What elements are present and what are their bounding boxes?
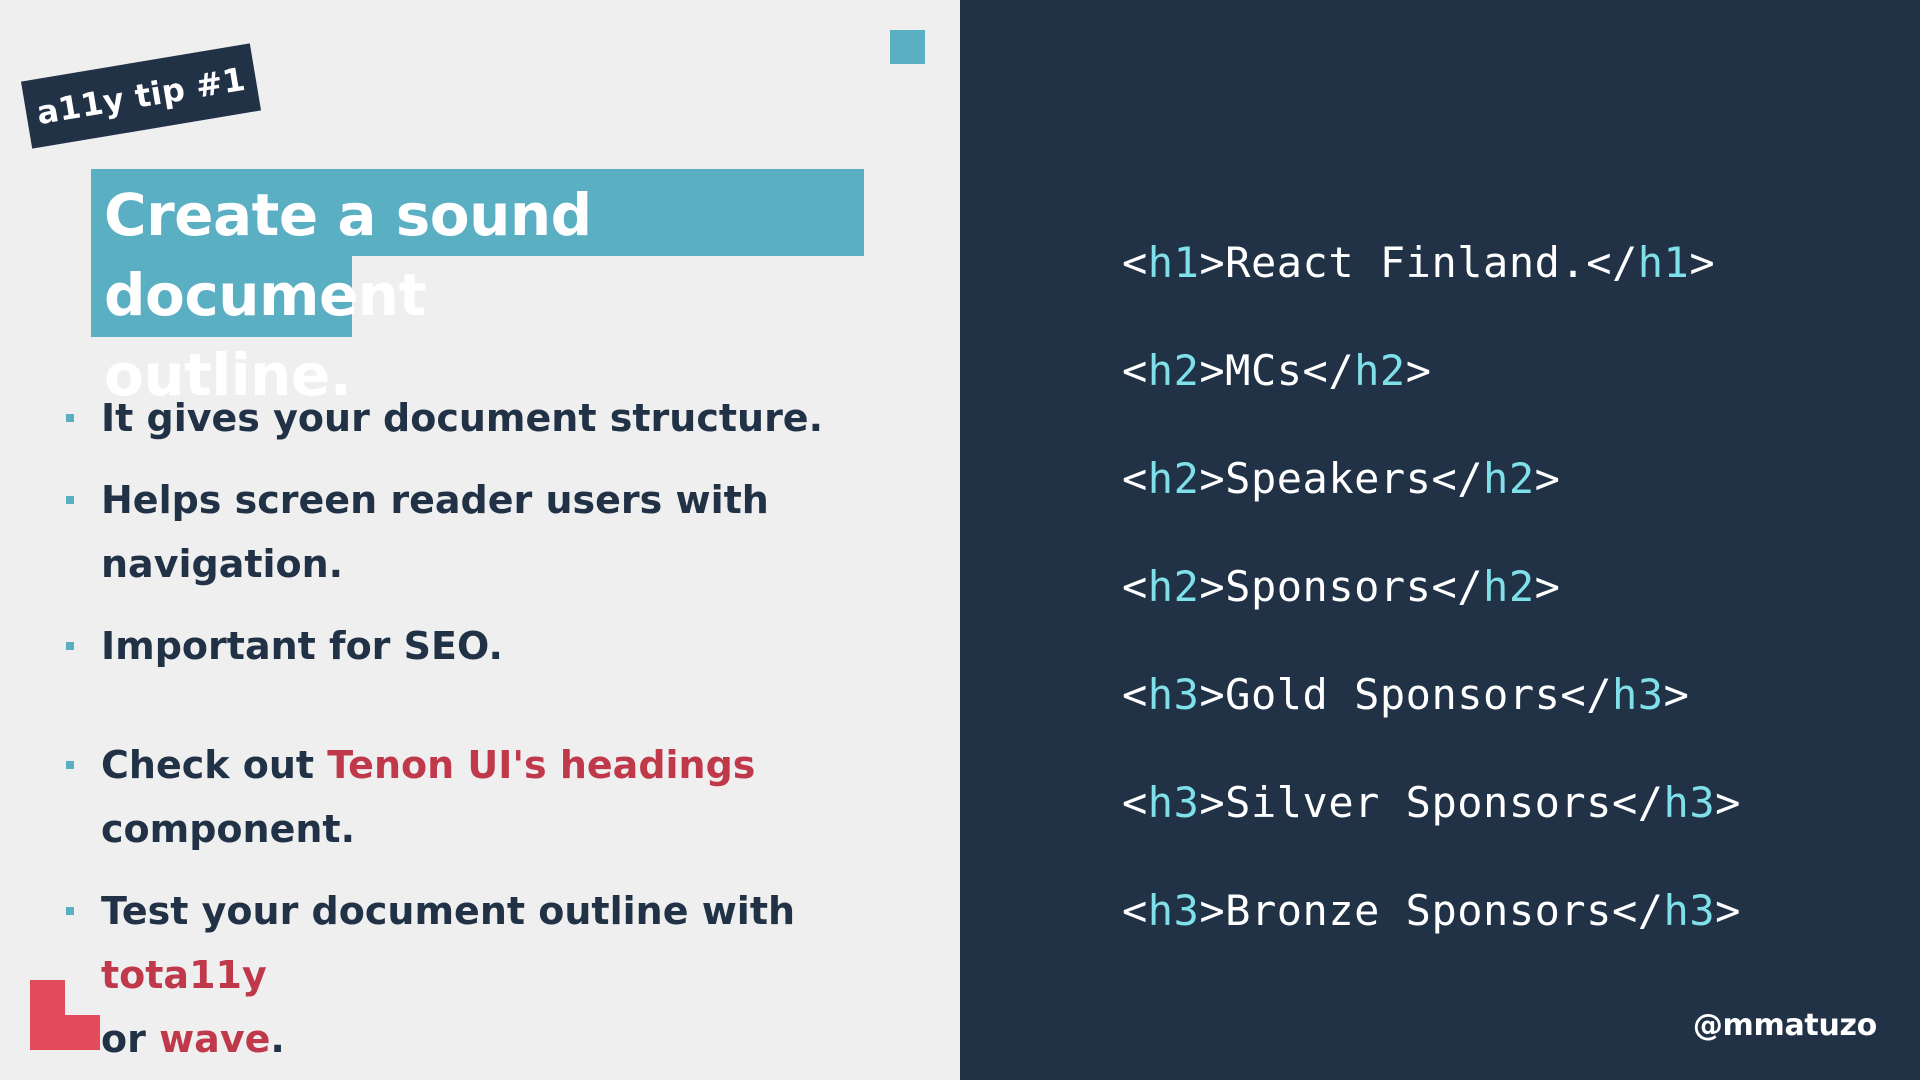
bullet-item-test-outline: Test your document outline with tota11y … [66,883,926,1071]
bullet-square-icon [66,642,74,650]
bullet-text-prefix: Test your document outline with [101,889,796,933]
bullet-square-icon [66,761,74,769]
code-content: Sponsors [1225,562,1432,611]
code-line-h3-bronze-sponsors: <h3>Bronze Sponsors</h3> [1122,886,1741,935]
bullet-square-icon [66,496,74,504]
code-close-tag: h1 [1637,238,1690,287]
code-line-h3-gold-sponsors: <h3>Gold Sponsors</h3> [1122,670,1690,719]
code-content: React Finland. [1225,238,1587,287]
code-close-tag: h3 [1663,886,1716,935]
code-open-tag: h3 [1147,886,1200,935]
decorative-red-block-bottom [30,1015,100,1050]
bullet-text-mid: or [101,1017,160,1061]
slide-title-line-1: Create a sound document [104,181,592,329]
bullet-text: Check out Tenon UI's headings component. [101,733,755,861]
slide-title: Create a sound document outline. [104,175,864,415]
code-content: Bronze Sponsors [1225,886,1612,935]
decorative-red-block-top [30,980,65,1016]
code-close-tag: h2 [1483,454,1535,503]
code-close-tag: h2 [1354,346,1406,395]
bullet-text: It gives your document structure. [101,396,824,440]
wave-link[interactable]: wave [159,1017,271,1061]
code-open-tag: h3 [1147,670,1200,719]
code-close-tag: h3 [1611,670,1664,719]
bullet-text: Important for SEO. [101,624,503,668]
bullet-item-navigation: Helps screen reader users with navigatio… [66,472,926,596]
code-line-h1-react-finland: <h1>React Finland.</h1> [1122,238,1716,287]
bullet-item-seo: Important for SEO. [66,618,926,678]
code-open-tag: h2 [1147,454,1200,503]
code-open-tag: h2 [1147,346,1200,395]
tota11y-link[interactable]: tota11y [101,953,267,997]
code-open-tag: h1 [1147,238,1200,287]
bullet-text-suffix: component. [101,807,356,851]
bullet-text-prefix: Check out [101,743,328,787]
bullet-text: Test your document outline with tota11y … [101,879,926,1071]
slide-title-line-2: outline. [104,341,352,409]
code-line-h2-speakers: <h2>Speakers</h2> [1122,454,1561,503]
bullet-square-icon [66,414,74,422]
code-open-tag: h3 [1147,778,1200,827]
code-content: MCs [1225,346,1303,395]
code-content: Speakers [1225,454,1432,503]
author-handle: @mmatuzo [1692,1008,1877,1043]
tenon-ui-headings-link[interactable]: Tenon UI's headings [327,743,756,787]
bullet-item-structure: It gives your document structure. [66,390,926,450]
title-highlight-line-2 [91,250,352,337]
bullet-text: Helps screen reader users with navigatio… [101,468,769,596]
code-content: Gold Sponsors [1225,670,1561,719]
decorative-teal-square [890,30,925,64]
bullet-square-icon [66,907,74,915]
bullet-text-line-2: navigation. [101,542,344,586]
code-sample-panel [960,0,1920,1080]
code-open-tag: h2 [1147,562,1200,611]
code-close-tag: h2 [1483,562,1535,611]
bullet-item-tenon-ui: Check out Tenon UI's headings component. [66,737,926,861]
title-highlight-line-1 [91,169,864,256]
bullet-text-end: . [270,1017,285,1061]
code-line-h2-mcs: <h2>MCs</h2> [1122,346,1432,395]
code-close-tag: h3 [1663,778,1716,827]
code-line-h2-sponsors: <h2>Sponsors</h2> [1122,562,1561,611]
bullet-text-line-1: Helps screen reader users with [101,478,769,522]
code-content: Silver Sponsors [1225,778,1612,827]
code-line-h3-silver-sponsors: <h3>Silver Sponsors</h3> [1122,778,1741,827]
